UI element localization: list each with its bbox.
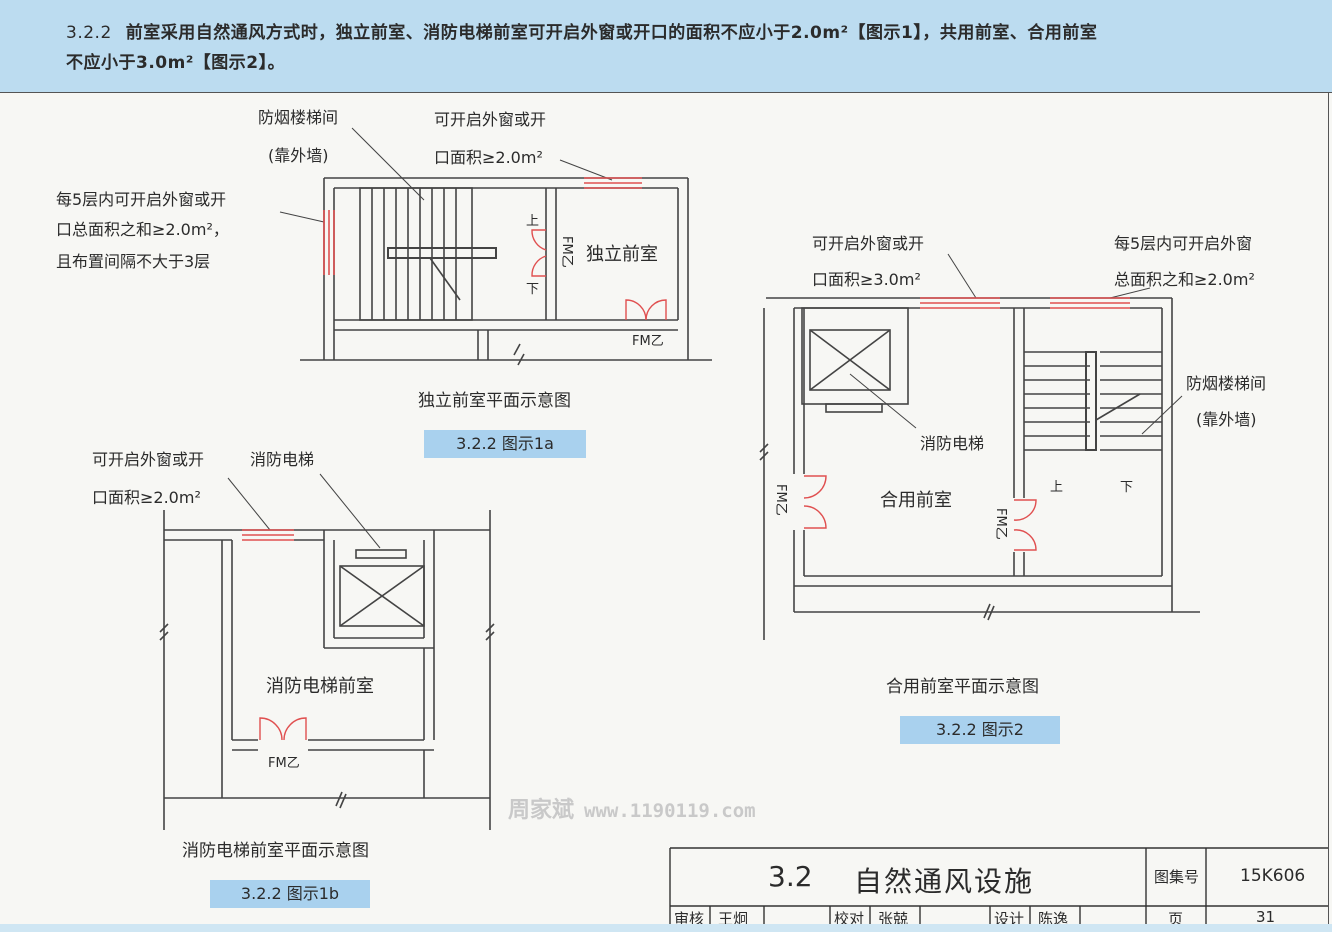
fig2-down-label: 下 xyxy=(1120,480,1134,495)
figure-2-windows xyxy=(920,297,1130,309)
clause-text: 3.2.2 前室采用自然通风方式时，独立前室、消防电梯前室可开启外窗或开口的面积不… xyxy=(66,18,1266,78)
frame-right-line xyxy=(1328,92,1329,932)
fig1b-elevator-label: 消防电梯 xyxy=(250,450,315,469)
figure-2-doors xyxy=(803,475,1037,551)
fig2-window-left-label-1: 可开启外窗或开 xyxy=(812,234,925,253)
fig1b-badge: 3.2.2 图示1b xyxy=(210,880,370,908)
watermark-name: 周家斌 xyxy=(508,798,575,823)
fig1a-window-top-label-2: 口面积≥2.0m² xyxy=(434,148,543,167)
fig2-window-right-label-1: 每5层内可开启外窗 xyxy=(1114,234,1253,253)
frame-top-line xyxy=(0,92,1332,93)
fig1a-door-side-label: FM乙 xyxy=(559,236,574,268)
fig2-up-label: 上 xyxy=(1050,480,1064,495)
fig1a-badge: 3.2.2 图示1a xyxy=(424,430,586,458)
watermark: 周家斌 www.1190119.com xyxy=(508,792,756,824)
fig1a-down-label: 下 xyxy=(526,282,540,297)
title-block-reviewer: 王炯 xyxy=(718,910,749,928)
fig2-badge: 3.2.2 图示2 xyxy=(900,716,1060,744)
fig1b-caption: 消防电梯前室平面示意图 xyxy=(182,841,369,861)
figure-2-plan xyxy=(759,253,1200,640)
fig1a-stair-label: 防烟楼梯间 xyxy=(258,108,339,127)
figure-1b-doors xyxy=(259,717,307,741)
title-block-checker: 张兢 xyxy=(878,910,909,928)
clause-line-1: 前室采用自然通风方式时，独立前室、消防电梯前室可开启外窗或开口的面积不应小于2.… xyxy=(125,23,1098,43)
fig2-stair-label: 防烟楼梯间 xyxy=(1186,374,1267,393)
fig1a-up-label: 上 xyxy=(526,214,540,229)
fig2-caption: 合用前室平面示意图 xyxy=(886,677,1039,697)
fig1a-window-left-label-3: 且布置间隔不大于3层 xyxy=(56,252,211,271)
figure-1a-windows xyxy=(323,177,642,275)
fig1b-door-label: FM乙 xyxy=(268,756,300,771)
title-block-check-label: 校对 xyxy=(834,910,865,928)
title-block-page-label: 页 xyxy=(1168,910,1184,928)
fig1a-window-left-label-2: 口总面积之和≥2.0m²， xyxy=(56,220,229,239)
bottom-strip xyxy=(0,924,1332,932)
fig2-window-left-label-2: 口面积≥3.0m² xyxy=(812,270,921,289)
title-block-atlas-number: 15K606 xyxy=(1240,866,1306,886)
fig2-room-label: 合用前室 xyxy=(880,490,952,511)
title-block-lines xyxy=(669,847,1328,932)
clause-line-2: 不应小于3.0m²【图示2】。 xyxy=(66,53,286,73)
fig1b-window-label-1: 可开启外窗或开 xyxy=(92,450,205,469)
title-block-section: 3.2 xyxy=(768,860,813,893)
title-block-atlas-label: 图集号 xyxy=(1154,868,1200,886)
title-block-designer: 陈逸 xyxy=(1038,910,1069,928)
fig1b-room-label: 消防电梯前室 xyxy=(266,676,374,697)
fig1a-room-label: 独立前室 xyxy=(586,244,658,265)
fig2-stair-wall-label: (靠外墙) xyxy=(1196,410,1257,429)
fig1a-window-left-label-1: 每5层内可开启外窗或开 xyxy=(56,190,227,209)
fig1a-window-top-label-1: 可开启外窗或开 xyxy=(434,110,547,129)
fig1a-stair-wall-label: (靠外墙) xyxy=(268,146,329,165)
figure-1a-doors xyxy=(531,229,667,321)
title-block-title: 自然通风设施 xyxy=(854,865,1035,898)
fig1a-door-bottom-label: FM乙 xyxy=(632,334,664,349)
clause-number: 3.2.2 xyxy=(66,23,112,43)
figure-1b-windows xyxy=(242,529,294,541)
watermark-url: www.1190119.com xyxy=(584,800,756,822)
header-band xyxy=(0,0,1332,92)
fig1b-window-label-2: 口面积≥2.0m² xyxy=(92,488,201,507)
fig2-window-right-label-2: 总面积之和≥2.0m² xyxy=(1114,270,1255,289)
fig2-elevator-label: 消防电梯 xyxy=(920,434,985,453)
title-block-page-number: 31 xyxy=(1256,908,1276,926)
title-block-review-label: 审核 xyxy=(674,910,705,928)
fig2-door-right-label: FM乙 xyxy=(993,508,1008,540)
fig1a-caption: 独立前室平面示意图 xyxy=(418,391,571,411)
title-block-design-label: 设计 xyxy=(994,910,1025,928)
figure-1b-plan xyxy=(159,473,495,830)
fig2-door-left-label: FM乙 xyxy=(773,484,788,516)
